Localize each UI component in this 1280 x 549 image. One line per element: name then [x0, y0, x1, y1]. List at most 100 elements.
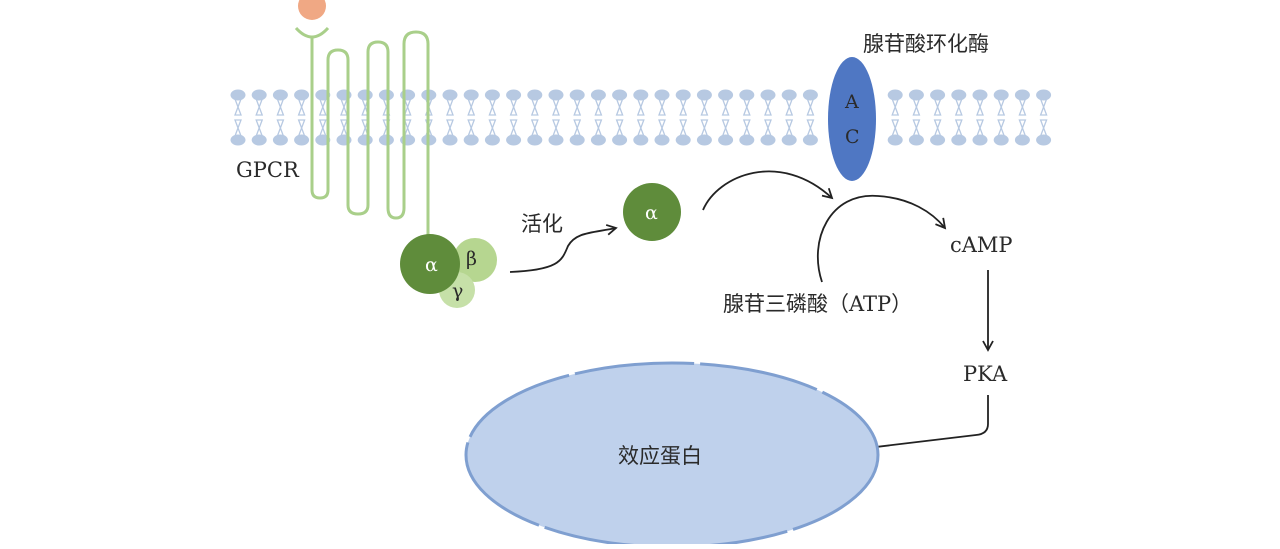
- lipid-tail-lower: [891, 119, 900, 137]
- lipid-tail-upper: [1039, 98, 1048, 116]
- activation-arrow: [509, 224, 618, 273]
- lipid-tail-upper: [742, 98, 751, 116]
- atp-to-camp-arrow: [817, 195, 947, 283]
- lipid-head-lower: [1014, 134, 1030, 146]
- lipid-tail-upper: [954, 98, 963, 116]
- lipid-tail-upper: [552, 98, 560, 116]
- free-alpha-subunit: [623, 183, 681, 241]
- lipid-tail-lower: [658, 119, 666, 137]
- lipid-head-upper: [590, 89, 606, 101]
- atp-label: 腺苷三磷酸（ATP）: [723, 292, 912, 316]
- g-alpha-label: α: [425, 254, 438, 276]
- lipid-head-upper: [972, 89, 988, 101]
- lipid-tail-lower: [785, 119, 794, 137]
- lipid-head-lower: [633, 134, 649, 146]
- lipid-head-upper: [1036, 89, 1052, 101]
- lipid-tail-lower: [255, 119, 264, 137]
- lipid-tail-lower: [297, 119, 306, 137]
- lipid-head-lower: [760, 134, 776, 146]
- lipid-tail-lower: [615, 119, 624, 137]
- lipid-head-lower: [569, 134, 585, 146]
- lipid-head-upper: [569, 89, 585, 101]
- lipid-tail-upper: [297, 98, 306, 116]
- lipid-tail-lower: [467, 119, 476, 137]
- lipid-head-upper: [400, 89, 416, 101]
- lipid-tail-upper: [255, 98, 264, 116]
- lipid-head-lower: [378, 134, 394, 146]
- lipid-head-lower: [590, 134, 606, 146]
- lipid-head-upper: [718, 89, 734, 101]
- effector-protein-label: 效应蛋白: [618, 444, 702, 468]
- lipid-head-lower: [951, 134, 967, 146]
- lipid-tail-upper: [636, 98, 645, 116]
- lipid-head-lower: [675, 134, 691, 146]
- lipid-tail-lower: [636, 119, 645, 137]
- lipid-tail-upper: [912, 98, 921, 116]
- lipid-tail-lower: [806, 119, 815, 137]
- lipid-tail-lower: [1018, 119, 1027, 137]
- pka-to-effector-arrow: [790, 395, 989, 462]
- lipid-tail-lower: [700, 119, 709, 137]
- lipid-head-lower: [739, 134, 755, 146]
- lipid-tail-lower: [573, 119, 582, 137]
- lipid-head-lower: [400, 134, 416, 146]
- lipid-head-lower: [1036, 134, 1052, 146]
- lipid-head-upper: [781, 89, 797, 101]
- lipid-tail-upper: [1018, 98, 1027, 116]
- lipid-head-upper: [357, 89, 373, 101]
- lipid-tail-lower: [679, 119, 688, 137]
- lipid-tail-upper: [721, 98, 730, 116]
- camp-label: cAMP: [950, 233, 1013, 257]
- ac-letter-a: A: [844, 91, 859, 113]
- lipid-tail-lower: [530, 119, 539, 137]
- lipid-tail-lower: [488, 119, 497, 137]
- lipid-head-lower: [506, 134, 522, 146]
- lipid-tail-lower: [509, 119, 518, 137]
- lipid-tail-upper: [764, 98, 772, 116]
- lipid-head-lower: [930, 134, 946, 146]
- lipid-tail-lower: [552, 119, 560, 137]
- lipid-tail-upper: [976, 98, 984, 116]
- lipid-head-upper: [527, 89, 543, 101]
- lipid-tail-upper: [700, 98, 709, 116]
- lipid-head-lower: [781, 134, 797, 146]
- g-beta-label: β: [466, 248, 477, 270]
- lipid-head-upper: [548, 89, 564, 101]
- lipid-tail-lower: [933, 119, 942, 137]
- lipid-head-upper: [506, 89, 522, 101]
- g-alpha-subunit: [400, 234, 460, 294]
- lipid-head-lower: [442, 134, 458, 146]
- alpha-to-ac-arrow: [702, 170, 834, 211]
- lipid-head-upper: [272, 89, 288, 101]
- lipid-head-lower: [972, 134, 988, 146]
- lipid-head-lower: [484, 134, 500, 146]
- lipid-head-upper: [654, 89, 670, 101]
- lipid-head-upper: [993, 89, 1009, 101]
- gpcr-transmembrane-chain: [310, 30, 430, 240]
- lipid-head-lower: [548, 134, 564, 146]
- lipid-head-upper: [633, 89, 649, 101]
- lipid-head-lower: [887, 134, 903, 146]
- lipid-head-lower: [272, 134, 288, 146]
- gpcr-label: GPCR: [236, 158, 300, 182]
- lipid-tail-upper: [530, 98, 539, 116]
- lipid-head-lower: [230, 134, 246, 146]
- lipid-tail-upper: [234, 98, 242, 116]
- lipid-head-upper: [675, 89, 691, 101]
- g-beta-subunit: [453, 238, 497, 282]
- lipid-tail-upper: [679, 98, 688, 116]
- lipid-head-upper: [230, 89, 246, 101]
- lipid-tail-lower: [721, 119, 730, 137]
- lipid-head-upper: [908, 89, 924, 101]
- lipid-head-lower: [696, 134, 712, 146]
- lipid-tail-upper: [594, 98, 603, 116]
- lipid-head-upper: [696, 89, 712, 101]
- lipid-tail-upper: [509, 98, 518, 116]
- ac-letter-c: C: [845, 126, 860, 148]
- lipid-tail-lower: [594, 119, 603, 137]
- lipid-tail-upper: [933, 98, 942, 116]
- lipid-tail-lower: [318, 119, 327, 137]
- ligand-binding-site: [294, 26, 330, 39]
- lipid-tail-lower: [340, 119, 348, 137]
